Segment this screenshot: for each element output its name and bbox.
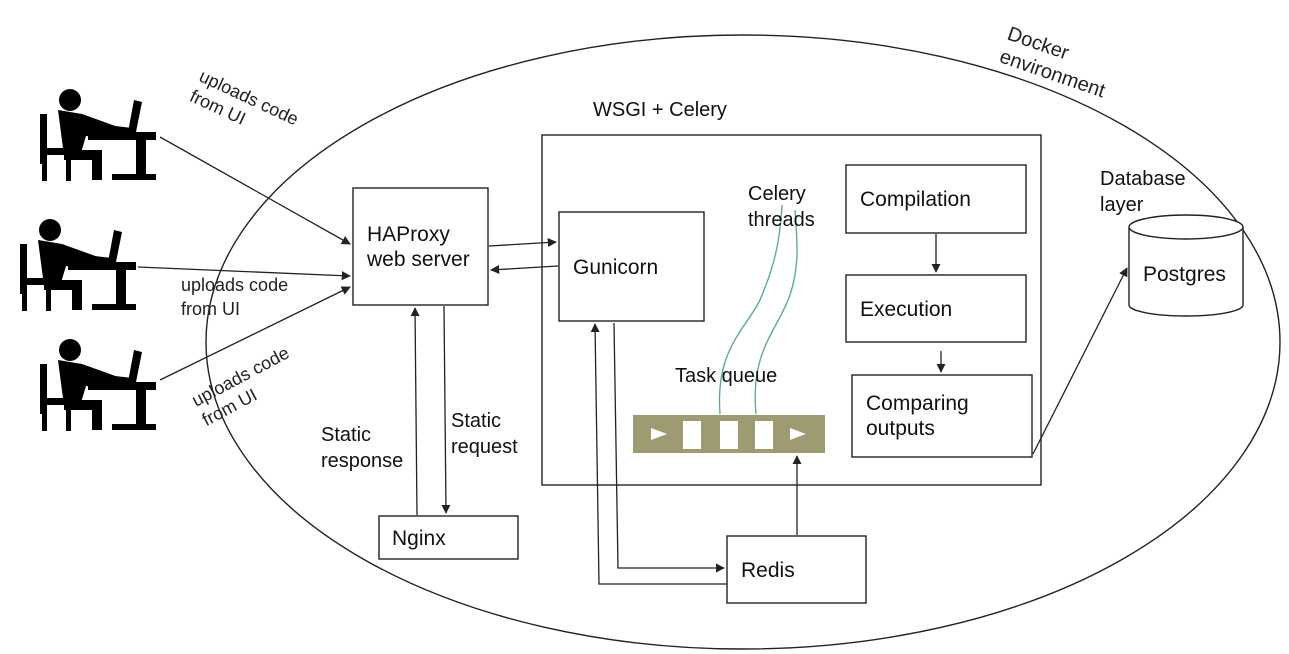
- celery-thread-line: [754, 209, 798, 415]
- wsgi-celery-container: [541, 134, 1042, 486]
- static-request-label: Static request: [451, 410, 518, 458]
- compilation-box: [845, 164, 1027, 234]
- task-queue-bar: [633, 415, 825, 453]
- redis-box: [726, 535, 867, 604]
- postgres-cylinder: [1128, 214, 1244, 317]
- user2-to-haproxy-arrow: [137, 266, 351, 281]
- postgres-label: Postgres: [1143, 263, 1226, 286]
- haproxy-to-nginx-arrow: [441, 305, 451, 514]
- database-layer-label: Database layer: [1100, 168, 1186, 216]
- haproxy-label: HAProxy web server: [367, 223, 470, 271]
- comparing-outputs-label: Comparing outputs: [866, 392, 969, 440]
- static-response-label: Static response: [321, 424, 404, 472]
- execution-label: Execution: [860, 298, 953, 321]
- docker-environment-boundary: [205, 34, 1281, 650]
- gunicorn-label: Gunicorn: [573, 256, 659, 279]
- gunicorn-box: [558, 211, 705, 322]
- nginx-to-haproxy-arrow: [410, 307, 420, 516]
- haproxy-to-gunicorn-arrow: [488, 237, 557, 248]
- gunicorn-to-redis-arrow: [613, 322, 725, 573]
- haproxy-box: [352, 187, 489, 306]
- user1-to-haproxy-arrow: [159, 136, 351, 245]
- gunicorn-to-haproxy-arrow: [490, 264, 559, 275]
- comparing-to-postgres-arrow: [1032, 267, 1128, 455]
- user-at-computer-icon: [20, 219, 136, 311]
- task-queue-label: Task queue: [675, 365, 778, 387]
- execution-box: [845, 274, 1027, 343]
- user3-to-haproxy-arrow: [159, 286, 351, 381]
- container-title: WSGI + Celery: [593, 99, 727, 121]
- comparing-outputs-box: [851, 374, 1033, 458]
- celery-thread-line: [718, 204, 783, 415]
- compilation-label: Compilation: [860, 188, 971, 211]
- user-at-computer-icon: [40, 89, 156, 181]
- user-at-computer-icon: [40, 339, 156, 431]
- nginx-box: [378, 515, 519, 560]
- user2-annotation: uploads code from UI: [181, 275, 289, 319]
- redis-to-gunicorn-arrow: [590, 323, 727, 585]
- redis-label: Redis: [741, 559, 795, 582]
- nginx-label: Nginx: [392, 527, 446, 550]
- celery-threads-label: Celery threads: [748, 183, 815, 231]
